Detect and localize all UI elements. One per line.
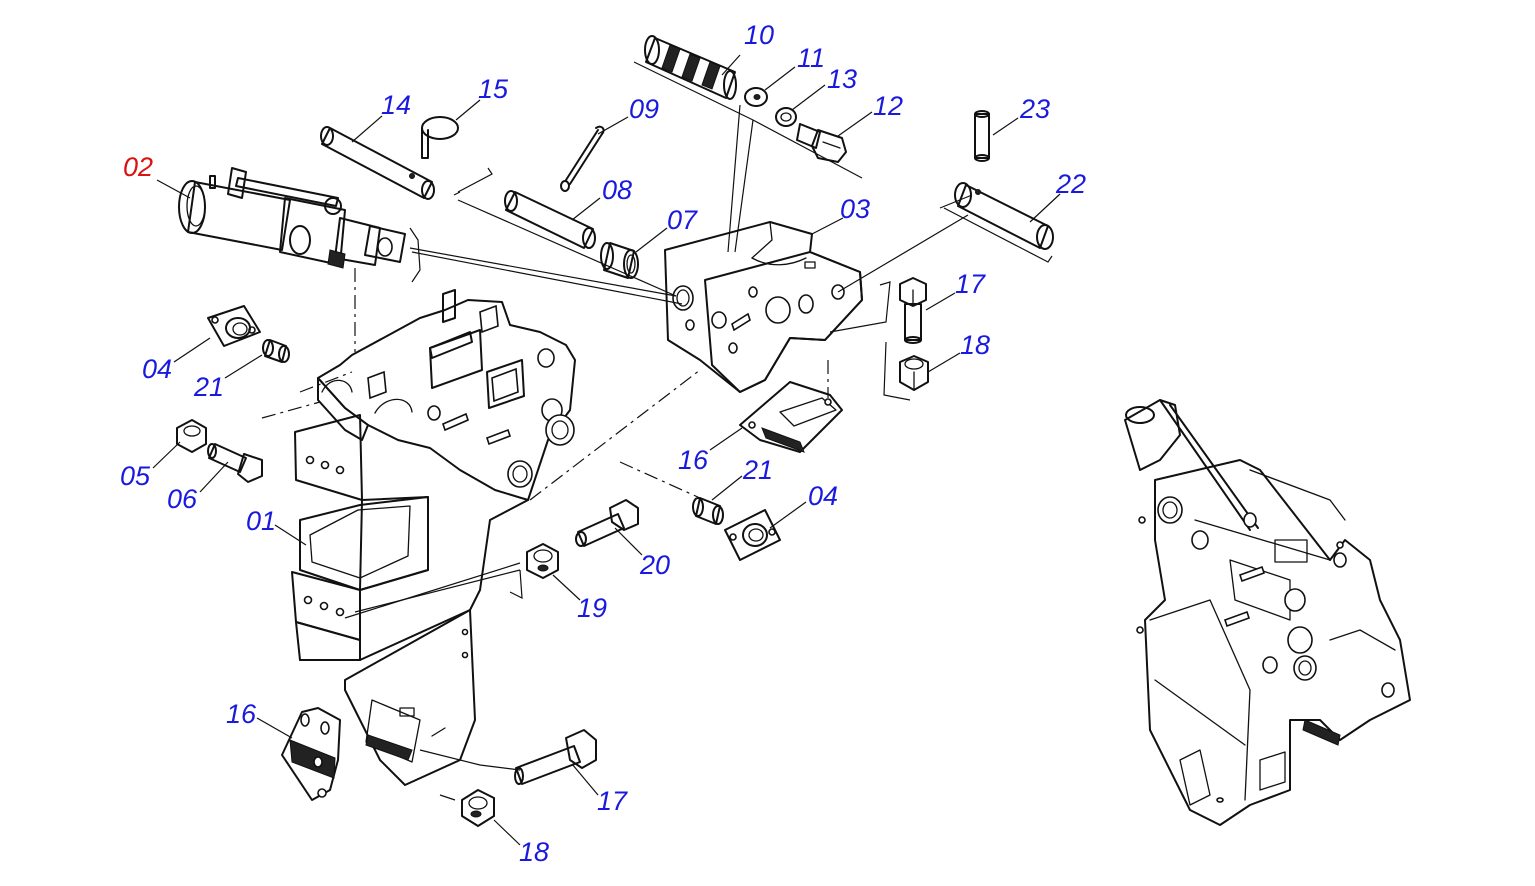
part-19-nut (526, 543, 559, 579)
assembled-view (1124, 399, 1411, 826)
callout-04-right: 04 (808, 481, 838, 511)
callout-07: 07 (667, 205, 698, 235)
part-04-flange-bushing-right (724, 509, 781, 561)
part-06-bolt (207, 443, 263, 483)
part-14-pin (320, 126, 435, 200)
callout-08: 08 (602, 175, 632, 205)
callout-23: 23 (1019, 94, 1050, 124)
part-18-nut-lower (461, 789, 495, 827)
part-08-pin (504, 190, 596, 249)
assembly-axis-lines (261, 268, 829, 501)
callout-16-upper: 16 (678, 445, 709, 475)
part-12-bolt (796, 123, 847, 163)
part-16-clamp-upper (739, 381, 843, 453)
callout-16-lower: 16 (226, 699, 257, 729)
callout-09: 09 (629, 94, 659, 124)
callout-05: 05 (120, 461, 151, 491)
callout-18-lower: 18 (519, 837, 549, 867)
part-09-split-pin (560, 125, 605, 192)
part-04-flange-bushing-left (207, 305, 261, 347)
callout-22: 22 (1055, 169, 1086, 199)
callout-04-left: 04 (142, 354, 172, 384)
part-02-hydraulic-cylinder (178, 167, 406, 269)
part-21-bushing-right (692, 497, 724, 525)
part-17-bolt-upper (899, 277, 927, 344)
callout-19: 19 (577, 593, 607, 623)
callout-14: 14 (381, 90, 411, 120)
part-03-pivot-bracket (664, 221, 863, 393)
part-18-nut-upper (899, 355, 929, 391)
part-13-lock-washer (775, 107, 797, 127)
callout-02: 02 (123, 152, 153, 182)
assembly-reference-lines (344, 61, 1053, 801)
callout-15: 15 (478, 74, 509, 104)
callout-20: 20 (639, 550, 670, 580)
part-21-bushing-left (262, 339, 290, 363)
part-07-bushing (600, 242, 639, 279)
part-01-main-frame (291, 289, 576, 786)
part-05-nut (176, 419, 207, 453)
callout-21-right: 21 (742, 455, 773, 485)
callout-17-upper: 17 (955, 269, 986, 299)
part-23-roll-pin (974, 110, 990, 162)
callout-labels: 10 11 13 12 09 14 15 23 02 08 22 07 03 1… (120, 20, 1086, 867)
callout-11: 11 (797, 43, 825, 73)
callout-10: 10 (744, 20, 774, 50)
part-10-roller-pin (644, 35, 737, 100)
callout-12: 12 (873, 91, 903, 121)
callout-01: 01 (246, 506, 276, 536)
callout-17-lower: 17 (597, 786, 628, 816)
callout-leaders (152, 54, 1061, 846)
callout-18-upper: 18 (960, 330, 990, 360)
part-16-clamp-lower (281, 707, 341, 801)
callout-03: 03 (840, 194, 870, 224)
callout-06: 06 (167, 484, 198, 514)
part-11-washer (744, 87, 768, 107)
part-20-bolt (575, 499, 639, 547)
callout-13: 13 (827, 64, 857, 94)
part-17-bolt-lower (514, 729, 597, 785)
callout-21-left: 21 (193, 372, 224, 402)
part-15-linch-pin (421, 116, 459, 159)
